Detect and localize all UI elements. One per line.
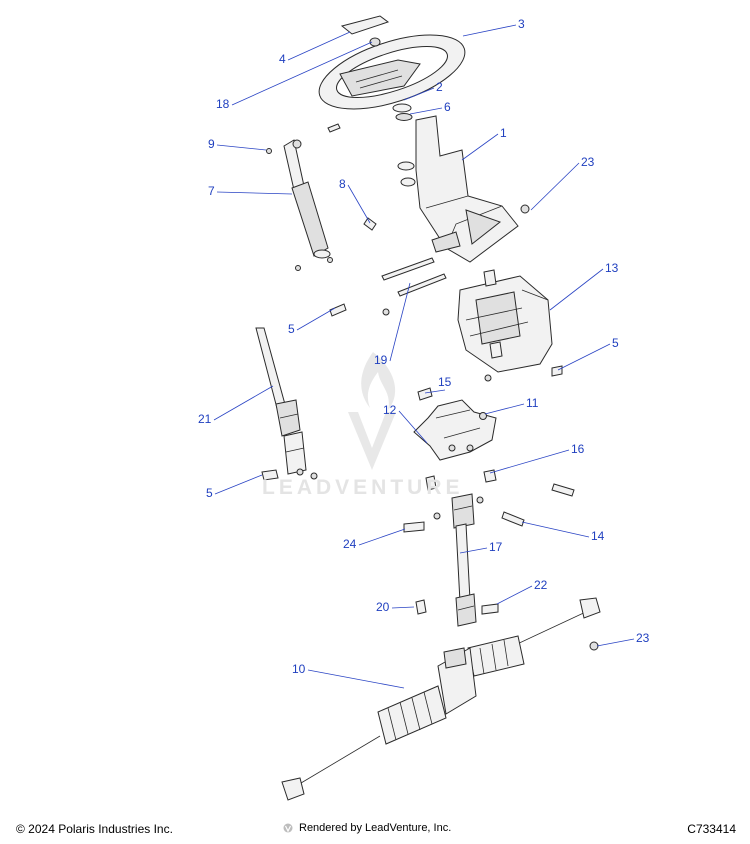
leader-line-12 [398,410,428,444]
wheel-badge[interactable] [340,15,390,35]
callout-label-17[interactable]: 17 [489,540,503,554]
leader-line-5 [214,474,263,495]
callout-label-5[interactable]: 5 [612,336,619,350]
leader-line-22 [496,585,533,605]
upper-steering-shaft[interactable] [255,327,318,481]
leader-line-19 [389,282,411,362]
leader-line-11 [484,403,525,415]
callout-label-1[interactable]: 1 [500,126,507,140]
copyright-notice: © 2024 Polaris Industries Inc. [16,822,173,836]
lower-steering-shaft[interactable] [451,493,477,627]
callout-label-7[interactable]: 7 [208,184,215,198]
wheel-nut[interactable] [369,37,381,47]
leader-line-21 [213,385,274,421]
callout-label-19[interactable]: 19 [374,353,388,367]
leader-line-3 [462,24,517,37]
callout-label-10[interactable]: 10 [292,662,306,676]
leader-line-18 [231,41,373,106]
leader-line-7 [216,191,293,195]
callout-label-15[interactable]: 15 [438,375,452,389]
steering-bearing[interactable] [392,103,413,121]
leader-line-14 [521,521,590,538]
callout-label-14[interactable]: 14 [591,529,605,543]
leader-line-13 [549,268,604,311]
rendered-by-text: Rendered by LeadVenture, Inc. [299,822,452,834]
leader-line-10 [307,669,405,689]
bolt-small[interactable] [266,123,377,231]
bolt-5-upper[interactable] [329,303,347,317]
bolt-14[interactable] [433,483,575,527]
steering-rack[interactable] [281,597,601,801]
callout-label-20[interactable]: 20 [376,600,390,614]
callout-label-6[interactable]: 6 [444,100,451,114]
leader-line-9 [216,144,267,151]
callout-label-5[interactable]: 5 [206,486,213,500]
steering-wheel[interactable] [310,20,473,124]
leader-line-4 [287,31,351,61]
leader-line-2 [403,87,435,101]
callout-label-4[interactable]: 4 [279,52,286,66]
callout-label-2[interactable]: 2 [436,80,443,94]
callout-label-23[interactable]: 23 [581,155,595,169]
steering-mount-bracket[interactable] [413,387,497,491]
watermark-text: LEADVENTURE [262,476,464,499]
power-steering-unit[interactable] [457,204,563,382]
leader-line-23 [596,638,635,647]
leader-line-6 [409,107,443,115]
leader-line-5 [296,307,336,331]
leader-line-15 [424,389,446,394]
leadventure-logo-icon [283,823,293,833]
leader-line-8 [347,184,371,224]
steering-column-bracket[interactable] [397,115,519,263]
callout-label-11[interactable]: 11 [526,396,539,410]
leader-line-20 [391,606,415,609]
callout-label-23[interactable]: 23 [636,631,650,645]
callout-label-8[interactable]: 8 [339,177,346,191]
callout-label-9[interactable]: 9 [208,137,215,151]
callout-label-21[interactable]: 21 [198,412,212,426]
leader-line-1 [461,133,499,161]
callout-label-5[interactable]: 5 [288,322,295,336]
leader-line-17 [459,547,488,554]
callout-label-13[interactable]: 13 [605,261,619,275]
leader-line-23 [530,162,580,211]
callout-label-12[interactable]: 12 [383,403,397,417]
bolt-22[interactable] [481,603,499,615]
leader-line-24 [358,528,406,546]
callout-label-22[interactable]: 22 [534,578,548,592]
watermark-logo-icon [348,352,396,470]
rendered-by-credit: Rendered by LeadVenture, Inc. [283,822,451,834]
long-bolts[interactable] [381,257,447,316]
tilt-gas-strut[interactable] [283,139,333,271]
callout-label-24[interactable]: 24 [343,537,357,551]
leader-line-16 [489,449,570,474]
diagram-code: C733414 [687,822,736,836]
callout-label-16[interactable]: 16 [571,442,585,456]
leader-line-5 [557,343,611,371]
bolt-20[interactable] [415,599,427,615]
callout-label-18[interactable]: 18 [216,97,230,111]
callout-label-3[interactable]: 3 [518,17,525,31]
